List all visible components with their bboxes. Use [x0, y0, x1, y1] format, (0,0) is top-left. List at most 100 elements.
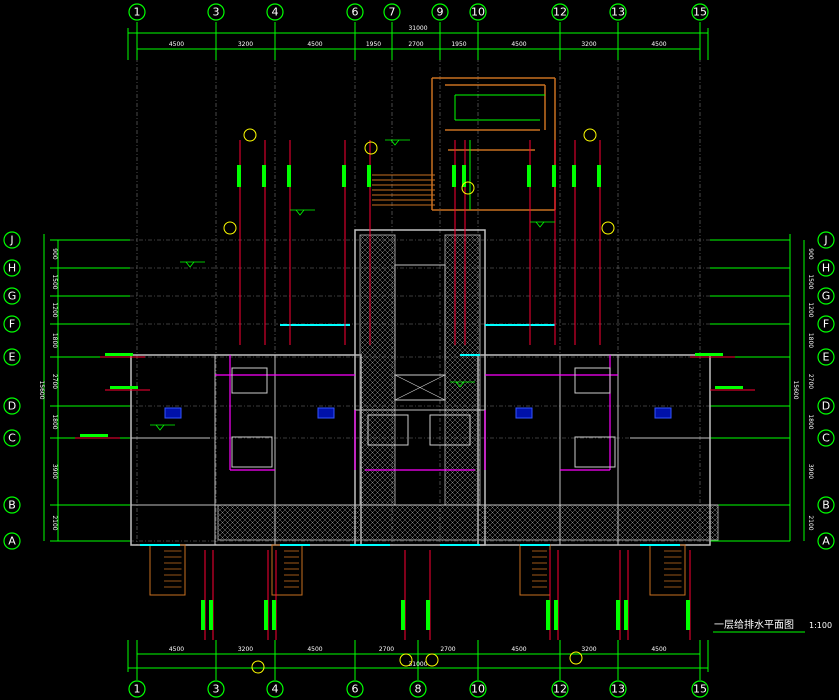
axis-label-top-circle	[383, 3, 401, 21]
axis-label-bottom-circle	[128, 680, 146, 698]
axis-label-top-circle	[346, 3, 364, 21]
axis-label-right-circle	[817, 259, 835, 277]
elevation-triangle	[295, 209, 305, 216]
elevator-shaft	[394, 374, 446, 401]
pipe-tag	[616, 600, 620, 630]
axis-label-right: A	[822, 535, 830, 548]
pipe-tag	[597, 165, 601, 187]
pipe-tag	[452, 165, 456, 187]
elevator-x	[394, 374, 446, 401]
pipe-tag	[105, 353, 133, 356]
dim-side-segment: 1200	[51, 302, 58, 317]
core-hatch-right	[444, 234, 481, 506]
section-marker	[251, 660, 265, 674]
pipe-symbol-circle	[601, 221, 615, 235]
axis-label-right-circle	[817, 532, 835, 550]
axis-label-top: 12	[553, 6, 567, 19]
pipe-tag	[262, 165, 266, 187]
axis-label-left-circle	[3, 259, 21, 277]
dim-side-segment: 2700	[807, 374, 814, 389]
axis-label-right: H	[822, 262, 830, 275]
sink-fixture	[654, 407, 672, 419]
dim-bottom-segment: 2700	[379, 646, 394, 653]
axis-label-top-circle	[431, 3, 449, 21]
axis-label-bottom: 1	[134, 683, 141, 696]
axis-label-bottom-circle	[551, 680, 569, 698]
pipe-symbol-circle	[364, 141, 378, 155]
axis-label-right-circle	[817, 287, 835, 305]
axis-label-right: F	[823, 318, 829, 331]
sink-fixture	[317, 407, 335, 419]
dim-side-segment: 1800	[807, 414, 814, 429]
pipe-tag	[110, 386, 138, 389]
elevation-triangle	[535, 221, 545, 228]
dim-bottom-segment: 4500	[511, 646, 526, 653]
pipe-tag	[80, 434, 108, 437]
sink-fixture	[164, 407, 182, 419]
bathroom-fixture	[231, 436, 273, 468]
axis-label-left: J	[9, 234, 13, 247]
axis-label-left: B	[8, 499, 16, 512]
pipe-tag	[572, 165, 576, 187]
axis-label-left: F	[9, 318, 15, 331]
axis-label-bottom-circle	[346, 680, 364, 698]
axis-label-left-circle	[3, 348, 21, 366]
dim-bottom-segment: 4500	[651, 646, 666, 653]
axis-label-top: 9	[437, 6, 444, 19]
axis-label-right: E	[823, 351, 830, 364]
dim-bottom-total: 31000	[408, 661, 427, 668]
core-hatch-left	[359, 234, 396, 506]
axis-label-left-circle	[3, 231, 21, 249]
dim-bottom-segment: 4500	[307, 646, 322, 653]
axis-label-bottom: 6	[352, 683, 359, 696]
axis-label-left-circle	[3, 496, 21, 514]
pipe-tag	[342, 165, 346, 187]
axis-label-top-circle	[207, 3, 225, 21]
pipe-tag	[272, 600, 276, 630]
axis-label-bottom-circle	[469, 680, 487, 698]
dim-side-segment: 2100	[807, 515, 814, 530]
axis-label-top: 13	[611, 6, 625, 19]
exterior-stair	[519, 544, 551, 596]
pipe-tag	[201, 600, 205, 630]
elevation-triangle	[390, 139, 400, 146]
pipe-tag	[209, 600, 213, 630]
axis-label-bottom: 4	[272, 683, 279, 696]
axis-label-top: 3	[213, 6, 220, 19]
axis-label-left: E	[9, 351, 16, 364]
section-marker	[399, 653, 413, 667]
axis-label-left-circle	[3, 315, 21, 333]
axis-label-bottom: 13	[611, 683, 625, 696]
dim-side-segment: 1500	[807, 274, 814, 289]
axis-label-right: G	[822, 290, 831, 303]
pipe-tag	[686, 600, 690, 630]
dim-side-segment: 2700	[51, 374, 58, 389]
axis-label-bottom-circle	[207, 680, 225, 698]
axis-label-left: C	[8, 432, 16, 445]
axis-label-right: J	[823, 234, 827, 247]
pipe-symbol-circle	[223, 221, 237, 235]
dim-top-segment: 1950	[451, 41, 466, 48]
exterior-stair	[149, 544, 186, 596]
axis-label-right-circle	[817, 496, 835, 514]
dim-side-segment: 900	[807, 248, 814, 260]
dim-bottom-segment: 3200	[581, 646, 596, 653]
elevation-triangle	[185, 261, 195, 268]
axis-label-top-circle	[128, 3, 146, 21]
pipe-symbol-circle	[583, 128, 597, 142]
core-wall	[354, 229, 486, 546]
dim-bottom-segment: 3200	[238, 646, 253, 653]
dim-side-segment: 3900	[807, 464, 814, 479]
axis-label-bottom-circle	[409, 680, 427, 698]
pipe-tag	[264, 600, 268, 630]
elevation-triangle	[455, 381, 465, 388]
dim-side-segment: 3900	[51, 464, 58, 479]
dim-side-segment: 1200	[807, 302, 814, 317]
axis-label-top-circle	[551, 3, 569, 21]
drawing-title-block: 一层给排水平面图 1:100	[713, 618, 832, 633]
axis-label-bottom: 8	[415, 683, 422, 696]
axis-label-bottom: 3	[213, 683, 220, 696]
